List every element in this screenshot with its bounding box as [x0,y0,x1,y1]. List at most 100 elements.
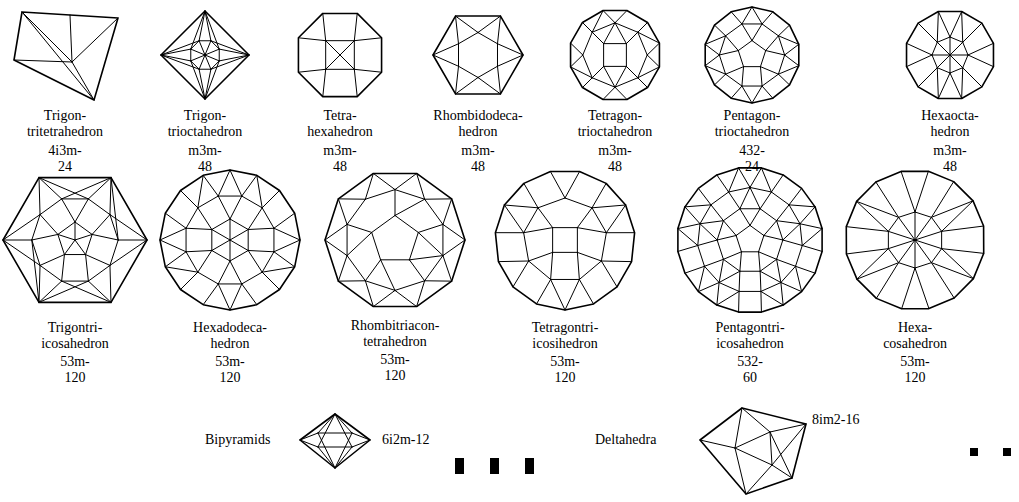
polyhedron-edge [719,55,725,74]
polyhedron-drawing [160,170,300,310]
polyhedron-edge [211,230,212,251]
polyhedron-edge [39,178,88,199]
polyhedron-edge [456,78,479,94]
polyhedron-outline [14,12,118,100]
polyhedron-edge [705,44,719,55]
polyhedron-edge [218,283,242,284]
polyhedron-edge [62,198,89,199]
polyhedron-edge [760,259,776,271]
polyhedron-edge [198,175,203,207]
polyhedron-edge [199,41,205,55]
polyhedron-edge [937,12,938,43]
polyhedron-edge [262,191,279,208]
polyhedron-edge [750,187,760,208]
symmetry-label: 53m-120 [60,354,90,386]
polyhedron-edge [937,68,950,73]
polyhedron-edge [577,228,578,253]
polyhedron-edge [39,178,40,215]
polyhedron-edge [32,215,40,240]
polyhedron-edge [736,225,750,235]
polyhedron-edge [742,408,770,432]
polyhedron-edge [191,61,205,99]
polyhedron-edge [425,198,452,199]
ink-mark [1003,448,1011,456]
polyhedron-edge [915,268,929,309]
polyhedron-edge [802,245,822,251]
polyhedron-edge [739,291,761,292]
polyhedron-edge [726,74,742,86]
polyhedron-edge [789,205,815,207]
polyhedron-edge [326,41,340,55]
polyhedron-edge [442,224,443,255]
ink-mark [490,458,499,474]
polyhedron-edge [760,67,778,75]
polyhedron-edge [354,38,381,41]
polyhedron-outline [3,178,147,303]
polyhedron-edge [603,87,615,99]
polyhedron-edge [698,188,711,204]
polyhedron-edge [638,78,648,88]
polyhedron-edge [723,259,739,271]
polyhedron-edge [778,25,789,36]
polyhedron-edge [571,55,583,67]
polyhedron-edge [218,170,230,196]
polyhedron-edge [907,43,932,55]
polyhedron-edge [72,18,118,62]
polyhedron-edge [354,41,355,70]
polyhedron-edge [529,261,551,279]
polyhedron-edge [942,226,984,231]
polyhedron-edge [735,432,770,448]
symmetry-label: m3m-48 [598,143,631,175]
symmetry-label: 53m-120 [900,354,930,386]
polyhedron-edge [729,192,740,209]
polyhedron-edge [186,208,198,228]
polyhedron-edge [740,209,750,226]
polyhedron-edge [846,249,888,254]
polyhedron-edge [191,55,205,61]
polyhedron-edge [717,175,729,192]
polyhedron-edge [736,235,741,251]
polyhedron-edge [761,291,783,305]
polyhedron-edge [719,51,738,55]
polyhedron-edge [777,221,800,224]
polyhedron-edge [459,33,478,44]
polyhedron-edge [497,66,500,94]
polyhedron-edge [323,69,326,96]
polyhedron-edge [726,67,744,75]
polyhedron-edge [551,279,565,310]
polyhedron-edge [273,228,274,252]
polyhedron-edge [186,251,212,252]
polyhedron-edge [938,73,950,98]
polyhedron-edge [800,224,822,229]
polyhedron-edge [735,448,746,494]
polyhedron-edge [298,38,325,41]
polyhedron-edge [230,284,242,310]
symmetry-label: m3m-48 [933,143,966,175]
polyhedron-edge [579,261,601,279]
polyhedron-edge [740,208,760,209]
polyhedron-edge [347,224,372,232]
polyhedron-edge [372,232,381,259]
polyhedron-edge [950,55,968,56]
polyhedron-edge [190,49,191,61]
polyhedron-edge [325,41,326,70]
polyhedron-edge [685,207,700,224]
polyhedron-edge [552,228,553,253]
polyhedron-edge [230,261,242,284]
polyhedron-edge [735,448,772,465]
polyhedron-edge [704,259,723,266]
shape-name: Deltahedra [595,432,656,448]
polyhedron-edge [211,55,249,69]
polyhedron-edge [443,256,452,282]
polyhedron-edge [365,281,395,291]
polyhedron-drawing [325,173,465,306]
polyhedron-edge [772,424,806,465]
polyhedron-edge [785,44,799,55]
polyhedron-edge [58,234,75,240]
polyhedron-edge [717,235,736,240]
polyhedron-edge [456,16,479,32]
polyhedron-edge [579,279,593,303]
shape-name: Hexa- cosahedron [883,320,947,352]
polyhedron-edge [746,465,772,494]
polyhedron-edge [601,233,606,261]
